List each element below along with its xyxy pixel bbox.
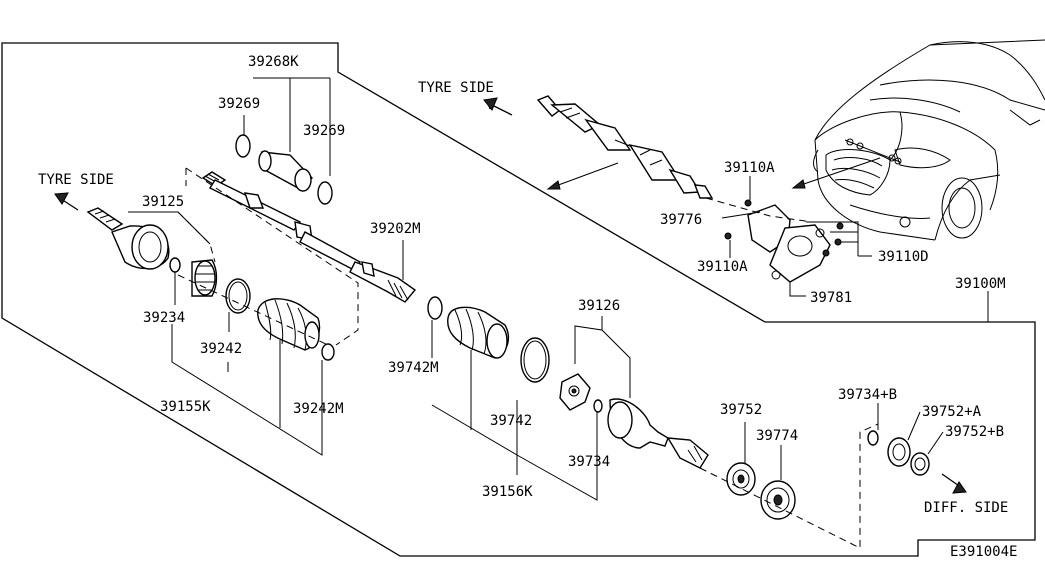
tripod-joint-illustration (559, 373, 591, 411)
label-39156K: 39156K (482, 484, 533, 500)
label-39242: 39242 (200, 341, 242, 357)
label-tyre-side-left: TYRE SIDE (38, 172, 114, 188)
label-39126: 39126 (578, 298, 620, 314)
label-39742M: 39742M (388, 360, 439, 376)
outer-cv-joint-illustration (86, 207, 170, 270)
seal-39752A (887, 437, 911, 467)
band-39742M (427, 296, 443, 320)
label-39110D: 39110D (878, 249, 929, 265)
assembly-pointer-arrow (552, 162, 619, 188)
vehicle-illustration (813, 39, 1045, 241)
inner-cv-housing-illustration (607, 398, 709, 469)
label-39752: 39752 (720, 402, 762, 418)
oil-seal-39752 (726, 462, 756, 496)
band-39742 (520, 337, 550, 383)
label-diff-side: DIFF. SIDE (924, 500, 1008, 516)
boot-band-39242 (225, 278, 251, 314)
ball-joint-cage-illustration (191, 259, 218, 297)
label-39100M: 39100M (955, 276, 1006, 292)
assembly-frame (1, 42, 1036, 557)
label-tyre-side-top: TYRE SIDE (418, 80, 494, 96)
label-39734: 39734 (568, 454, 610, 470)
driveshaft-bar-illustration (201, 171, 417, 303)
outer-boot-illustration (257, 298, 321, 351)
damper-boot-39268K (258, 150, 314, 192)
seal-39752B (910, 452, 930, 476)
label-39776: 39776 (660, 212, 702, 228)
label-39742: 39742 (490, 413, 532, 429)
boot-band-39242M (321, 343, 335, 361)
label-39234: 39234 (143, 310, 185, 326)
label-39155K: 39155K (160, 399, 211, 415)
label-39202M: 39202M (370, 221, 421, 237)
label-39752B: 39752+B (945, 424, 1004, 440)
label-39752A: 39752+A (922, 404, 982, 420)
label-39242M: 39242M (293, 401, 344, 417)
leader-lines (128, 77, 989, 549)
label-39125: 39125 (142, 194, 184, 210)
diagram-code: E391004E (950, 544, 1017, 560)
label-39734B: 39734+B (838, 387, 897, 403)
label-39110A-bottom: 39110A (697, 259, 748, 275)
snap-ring-39734B (867, 430, 879, 446)
label-39269-left: 39269 (218, 96, 260, 112)
label-39268K: 39268K (248, 54, 299, 70)
ring-39269-a (235, 134, 251, 158)
snap-ring-39234 (169, 257, 181, 273)
label-39781: 39781 (810, 290, 852, 306)
label-39774: 39774 (756, 428, 798, 444)
label-39269-right: 39269 (303, 123, 345, 139)
bearing-39774 (760, 480, 796, 520)
ring-39269-b (317, 181, 333, 205)
vehicle-pointer-arrow (794, 157, 881, 188)
inner-boot-illustration (447, 306, 510, 359)
label-39110A-top: 39110A (724, 160, 775, 176)
snap-ring-39734 (593, 399, 603, 413)
complete-driveshaft-illustration (536, 95, 714, 199)
